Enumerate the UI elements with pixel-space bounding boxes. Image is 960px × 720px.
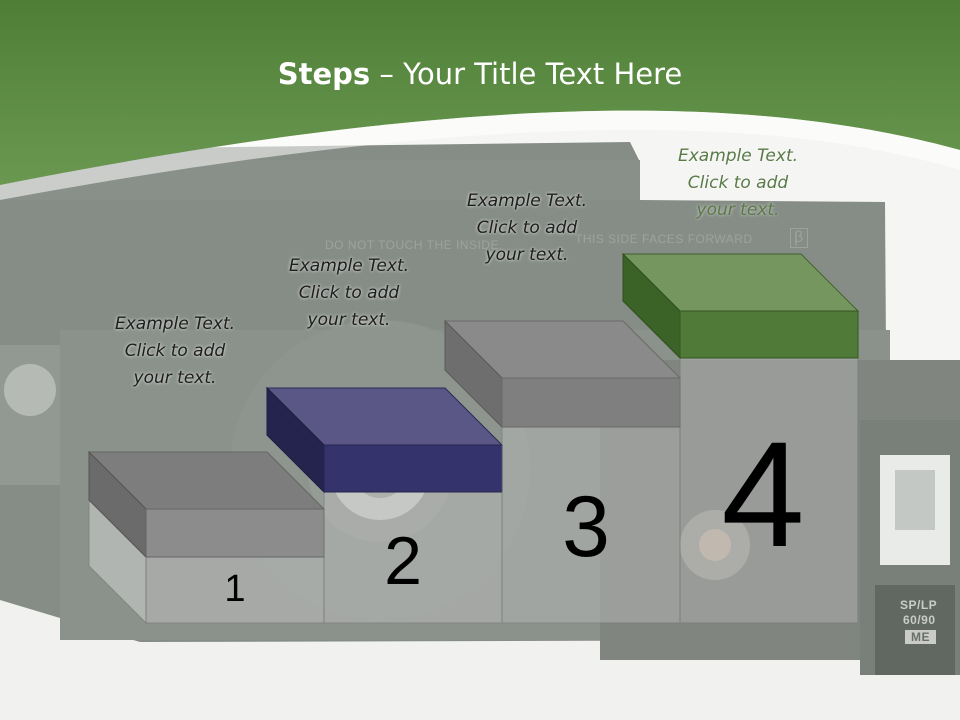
caption-line: your text. [485,245,569,265]
photo-label-length: 60/90 [903,613,936,627]
caption-line: Example Text. [677,146,799,166]
caption-line: your text. [307,310,391,330]
caption-line: Example Text. [288,256,410,276]
step-3-block [443,319,682,624]
step-2-number[interactable]: 2 [384,523,422,599]
caption-line: Click to add [298,283,400,303]
photo-label-splp: SP/LP [900,598,938,612]
step-3-number[interactable]: 3 [562,479,610,575]
caption-line: your text. [696,200,780,220]
step-2-block [265,386,504,624]
caption-line: Click to add [124,341,226,361]
step-4-caption[interactable]: Example Text. Click to add your text. [653,143,823,224]
caption-line: Click to add [687,173,789,193]
photo-label-do-not-touch: DO NOT TOUCH THE INSIDE [325,238,499,252]
caption-line: Example Text. [466,191,588,211]
caption-line: your text. [133,368,217,388]
step-4-number[interactable]: 4 [721,410,805,578]
header-green-swoosh [0,0,960,200]
title-bold: Steps [277,57,371,91]
caption-line: Click to add [476,218,578,238]
step-4-block [621,252,860,624]
step-1-caption[interactable]: Example Text. Click to add your text. [90,311,260,392]
title-rest: – Your Title Text Here [370,57,683,91]
photo-label-faces-forward: THIS SIDE FACES FORWARD [575,232,753,246]
step-2-caption[interactable]: Example Text. Click to add your text. [264,253,434,334]
step-1-number[interactable]: 1 [224,568,246,610]
photo-label-me: ME [905,630,936,644]
step-3-caption[interactable]: Example Text. Click to add your text. [442,188,612,269]
caption-line: Example Text. [114,314,236,334]
page-title[interactable]: Steps – Your Title Text Here [0,57,960,91]
photo-beta-logo: β [790,228,808,248]
